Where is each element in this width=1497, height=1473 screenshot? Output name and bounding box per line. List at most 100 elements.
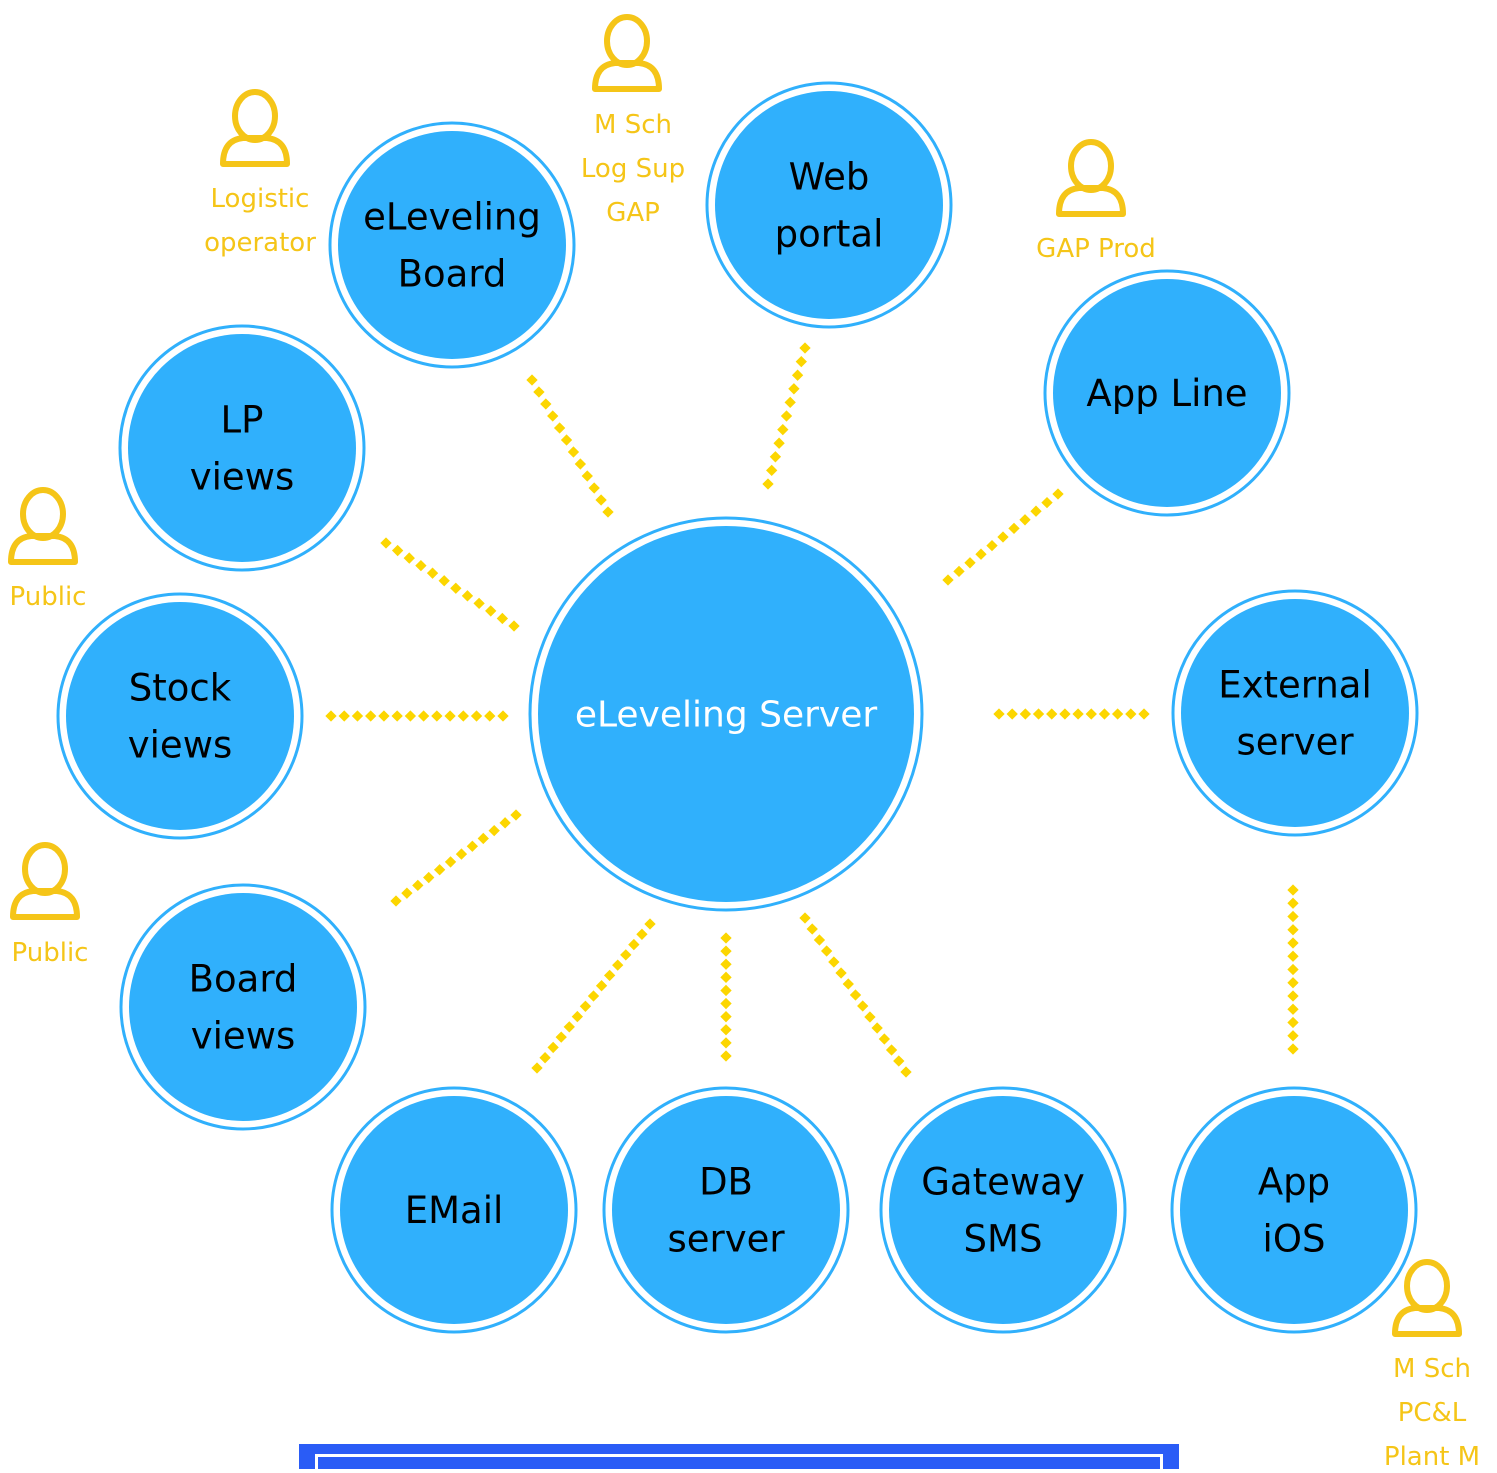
user-gapprod-label: GAP Prod [1036, 234, 1156, 264]
node-web-portal: Web portal [705, 81, 953, 329]
connector-dot [412, 879, 424, 892]
center-node-eleveling-server-label: eLeveling Server [575, 695, 878, 736]
connector-dot [1006, 708, 1018, 720]
connector-dot [560, 434, 573, 446]
connector-dot [391, 710, 403, 722]
user-ios-label: Plant M [1384, 1442, 1480, 1469]
node-web-portal-label: portal [775, 213, 884, 256]
connector-dot [813, 934, 826, 946]
connector-dot [1019, 708, 1032, 720]
connector-dot [431, 710, 443, 722]
connector-dot [1125, 708, 1137, 720]
connector-dot [828, 956, 840, 968]
node-lp-views-label: views [190, 456, 294, 499]
connector-dot [780, 410, 793, 422]
connector-dot [993, 708, 1005, 720]
connector-dot [555, 1031, 567, 1043]
node-email: EMail [330, 1086, 578, 1334]
connector-dot [1287, 937, 1299, 949]
center-node-eleveling-server: eLeveling Server [528, 516, 924, 912]
node-web-portal-label: Web [789, 155, 870, 198]
connector-dot [595, 494, 607, 506]
connector-dot [628, 938, 640, 951]
connector-dot [526, 374, 538, 386]
connector-dot [799, 912, 811, 924]
connector-9 [720, 932, 732, 1062]
connector-dot [473, 597, 485, 610]
connector-dot [766, 464, 778, 477]
connector-dot [378, 710, 390, 722]
connectors [325, 342, 1299, 1078]
user-public2-label: Public [12, 938, 89, 968]
connector-dot [842, 978, 854, 990]
connector-dot [1287, 1030, 1299, 1042]
connector-dot [1046, 708, 1058, 720]
connector-dot [540, 398, 552, 410]
connector-11 [1287, 884, 1299, 1055]
connector-dot [571, 1010, 584, 1023]
connector-dot [1287, 910, 1299, 923]
connector-8 [531, 918, 656, 1074]
connector-dot [1287, 950, 1299, 962]
connector-dot [365, 710, 377, 722]
connector-dot [900, 1066, 912, 1078]
connector-dot [1030, 505, 1042, 517]
user-icon [10, 842, 80, 920]
connector-dot [720, 997, 732, 1010]
user-public1-label: Public [10, 582, 87, 612]
connector-dot [1287, 977, 1299, 989]
connector-dot [878, 1033, 891, 1045]
connector-dot [563, 1021, 575, 1033]
user-icon [8, 487, 78, 565]
node-app-line-label: App Line [1086, 372, 1247, 415]
user-logistic-label: Logistic [211, 184, 310, 214]
connector-dot [720, 984, 732, 997]
node-gateway-sms-disc [889, 1096, 1117, 1324]
connector-dot [720, 1050, 732, 1062]
connector-dot [391, 544, 404, 557]
connector-dot [975, 548, 987, 560]
connector-1 [526, 374, 614, 518]
connector-dot [1111, 708, 1124, 720]
connector-5 [325, 710, 509, 722]
connector-dot [547, 1041, 559, 1054]
connector-dot [415, 559, 427, 572]
connector-7 [993, 708, 1150, 720]
connector-dot [1287, 884, 1299, 896]
connector-dot [620, 949, 632, 961]
node-eleveling-board-disc [338, 131, 566, 359]
node-board-views-label: views [191, 1015, 295, 1058]
user-public1: Public [8, 487, 87, 612]
connector-dot [426, 567, 439, 579]
connector-dot [380, 537, 392, 549]
node-external-server-label: server [1236, 721, 1354, 764]
node-lp-views-label: LP [221, 398, 264, 441]
connector-dot [417, 710, 430, 722]
connector-2 [762, 342, 811, 490]
user-icon [592, 14, 662, 92]
connector-dot [773, 437, 785, 449]
node-web-portal-disc [715, 91, 943, 319]
connector-dot [477, 832, 489, 845]
node-gateway-sms-label: SMS [964, 1218, 1043, 1261]
connector-dot [864, 1011, 876, 1023]
connector-dot [461, 590, 474, 602]
connector-dot [444, 856, 457, 868]
connector-dot [1138, 708, 1150, 720]
user-web-label: GAP [606, 198, 660, 228]
connector-dot [595, 980, 608, 992]
connector-dot [795, 355, 807, 368]
connector-dot [1008, 522, 1020, 535]
connector-dot [1098, 708, 1111, 720]
connector-dot [1041, 496, 1053, 509]
node-email-label: EMail [405, 1189, 504, 1232]
connector-dot [636, 928, 648, 940]
connector-dot [857, 1000, 869, 1012]
connector-dot [401, 887, 413, 899]
